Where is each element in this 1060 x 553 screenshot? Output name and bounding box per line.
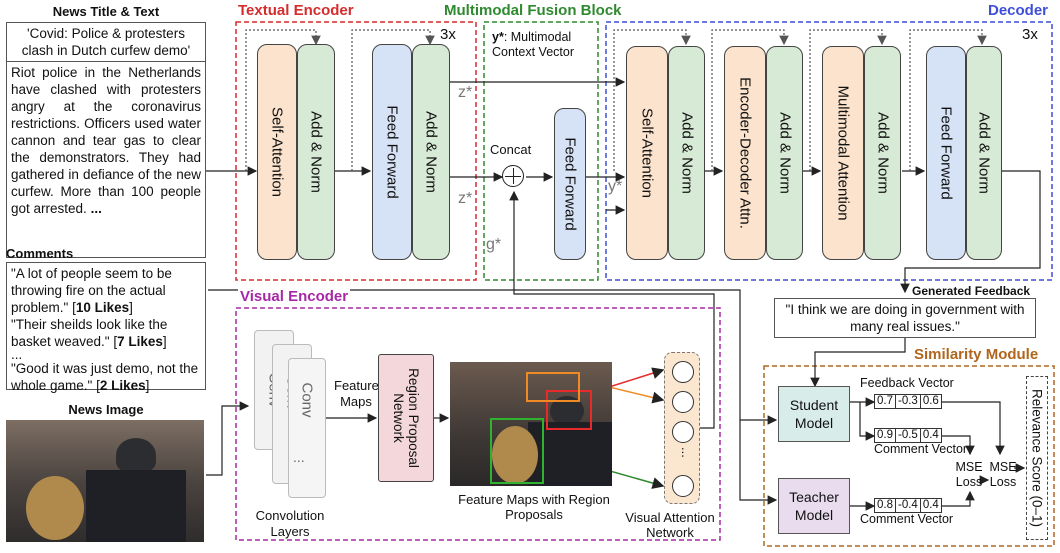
encoder-add-norm-2: Add & Norm	[412, 44, 450, 260]
conv-layer-3: Conv...	[288, 358, 326, 498]
concat-circle-icon	[502, 165, 524, 187]
decoder-add-norm-2: Add & Norm	[766, 46, 803, 260]
encoder-repeat: 3x	[440, 26, 456, 43]
z-star-label-top: z*	[458, 84, 473, 101]
news-body: Riot police in the Netherlands have clas…	[11, 65, 201, 216]
helmet-shape	[116, 438, 156, 472]
region-box-orange	[526, 372, 580, 402]
van-label: Visual Attention Network	[625, 510, 715, 540]
officer-shape	[86, 470, 186, 542]
mse-loss-1: MSE Loss	[955, 460, 983, 489]
feature-maps-label: Feature Maps	[334, 378, 379, 409]
visual-attention-network: ...	[664, 352, 700, 504]
decoder-add-norm-1: Add & Norm	[668, 46, 705, 260]
z-star-label-bottom: z*	[458, 190, 473, 207]
concat-label: Concat	[490, 142, 532, 157]
news-heading: News Title & Text	[52, 4, 160, 19]
decoder-enc-dec-attn: Encoder-Decoder Attn.	[724, 46, 766, 260]
region-proposal-image	[450, 362, 612, 486]
encoder-self-attention: Self-Attention	[257, 44, 297, 260]
decoder-self-attention: Self-Attention	[626, 46, 668, 260]
comment-item-3: "Good it was just demo, not the whole ga…	[11, 361, 199, 393]
g-star-label: g*	[486, 236, 502, 253]
relevance-score-box: Relevance Score (0–1)	[1026, 376, 1048, 540]
context-vector-label: y*: Multimodal Context Vector	[492, 30, 574, 59]
comment-item-1: "A lot of people seem to be throwing fir…	[11, 266, 172, 315]
shield-shape	[26, 476, 84, 540]
comment-vector-label-1: Comment Vector	[874, 442, 968, 456]
comment-ellipsis: ...	[11, 347, 23, 362]
feedback-vector-label: Feedback Vector	[860, 376, 954, 390]
decoder-repeat: 3x	[1022, 26, 1038, 43]
comment-vector-label-2: Comment Vector	[860, 512, 954, 526]
fusion-title: Multimodal Fusion Block	[440, 2, 626, 19]
encoder-add-norm-1: Add & Norm	[297, 44, 335, 260]
mse-loss-2: MSE Loss	[989, 460, 1017, 489]
textual-encoder-title: Textual Encoder	[238, 2, 354, 19]
conv-layers-label: Convolution Layers	[255, 508, 325, 539]
fusion-feed-forward: Feed Forward	[554, 108, 586, 260]
news-title: 'Covid: Police & protesters clash in Dut…	[7, 23, 205, 62]
decoder-add-norm-3: Add & Norm	[864, 46, 901, 260]
teacher-model: Teacher Model	[778, 478, 850, 534]
region-proposal-network: Region Proposal Network	[378, 354, 434, 482]
similarity-title: Similarity Module	[912, 346, 1041, 363]
generated-feedback-box: "I think we are doing in government with…	[774, 298, 1036, 338]
region-box-green	[490, 418, 544, 484]
decoder-add-norm-4: Add & Norm	[966, 46, 1002, 260]
region-box-red	[546, 390, 592, 430]
region-proposals-caption: Feature Maps with Region Proposals	[458, 492, 610, 522]
news-image	[6, 420, 204, 542]
comments-panel: "A lot of people seem to be throwing fir…	[6, 262, 206, 393]
encoder-feed-forward: Feed Forward	[372, 44, 412, 260]
generated-feedback-label: Generated Feedback	[912, 284, 1031, 298]
student-model: Student Model	[778, 386, 850, 442]
news-panel: 'Covid: Police & protesters clash in Dut…	[6, 22, 206, 258]
visual-encoder-title: Visual Encoder	[238, 288, 351, 305]
decoder-feed-forward: Feed Forward	[926, 46, 966, 260]
y-star-label: y*	[608, 178, 623, 195]
comments-heading: Comments	[6, 246, 74, 261]
comment-item-2: "Their sheilds look like the basket weav…	[11, 317, 168, 349]
news-image-heading: News Image	[68, 402, 144, 417]
decoder-multimodal-attention: Multimodal Attention	[822, 46, 864, 260]
decoder-title: Decoder	[988, 2, 1049, 19]
